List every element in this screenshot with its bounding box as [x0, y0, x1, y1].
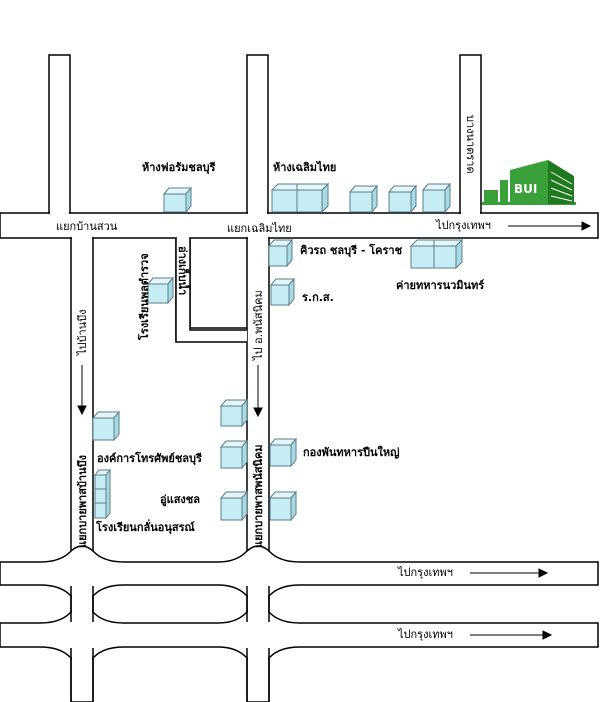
building-forum	[162, 186, 193, 214]
building-left-1	[91, 410, 121, 442]
building-garage	[219, 490, 249, 522]
bypass-road-1	[0, 545, 599, 602]
label-police-school: โรงเรียนพลตำรวจ	[138, 253, 151, 340]
label-chaloem-thai-mall: ห้างเฉลิมไทย	[273, 161, 337, 174]
label-to-bangkok-mid: ไปกรุงเทพฯ	[398, 566, 453, 579]
building-navamin	[409, 238, 464, 270]
label-bang-na-trat: บางนาตราด	[464, 115, 477, 174]
building-chaloem-thai	[270, 182, 330, 214]
label-yaek-ban-suan: แยกบ้านสวน	[56, 220, 118, 233]
building-row-2	[387, 184, 418, 214]
buildings	[91, 182, 464, 522]
building-police	[146, 276, 175, 305]
building-van	[267, 238, 294, 268]
road-north-left	[48, 54, 71, 214]
label-to-bangkok-bottom: ไปกรุงเทพฯ	[398, 628, 453, 641]
label-reservoir: อ่างเก็บน้ำ	[176, 246, 189, 296]
label-forum: ห้างฟอรัมชลบุรี	[142, 161, 216, 174]
label-yaek-phanat-bypass: แยกบายพาสพนัสนิคม	[252, 444, 265, 548]
label-to-ban-bueng: ไปบ้านบึง	[76, 309, 89, 355]
building-rks	[269, 277, 296, 307]
logo-text: BUI	[514, 182, 538, 196]
building-row-1	[348, 184, 379, 214]
label-van: คิวรถ ชลบุรี - โคราช	[300, 244, 403, 257]
main-road-top	[0, 212, 599, 239]
building-right-garage	[268, 490, 298, 522]
building-tot	[219, 439, 249, 470]
label-garage: อู่แสงชล	[160, 493, 200, 506]
building-row-3	[421, 182, 452, 214]
label-to-bangkok-top: ไปกรุงเทพฯ	[436, 219, 491, 232]
label-to-phanat-nikhom: ไป อ.พนัสนิคม	[252, 290, 265, 360]
building-mid-1	[219, 398, 249, 428]
building-school	[93, 468, 112, 520]
label-rks: ร.ก.ส.	[302, 291, 334, 304]
label-artillery: กองพันทหารปืนใหญ่	[303, 446, 400, 459]
label-navamin: ค่ายทหารนวมินทร์	[396, 279, 485, 292]
label-tot: องค์การโทรศัพย์ชลบุรี	[97, 452, 202, 465]
road-north-mid	[246, 54, 269, 214]
label-school: โรงเรียนกลั่นอนุสรณ์	[96, 521, 195, 534]
label-yaek-chaloem-thai: แยกเฉลิมไทย	[227, 222, 292, 235]
building-artillery	[268, 437, 298, 468]
bui-logo	[482, 160, 576, 205]
bypass-road-2	[0, 606, 599, 664]
direction-arrows	[77, 221, 592, 640]
label-yaek-ban-bueng-bypass: แยกบายพาสบ้านบึง	[76, 455, 89, 548]
